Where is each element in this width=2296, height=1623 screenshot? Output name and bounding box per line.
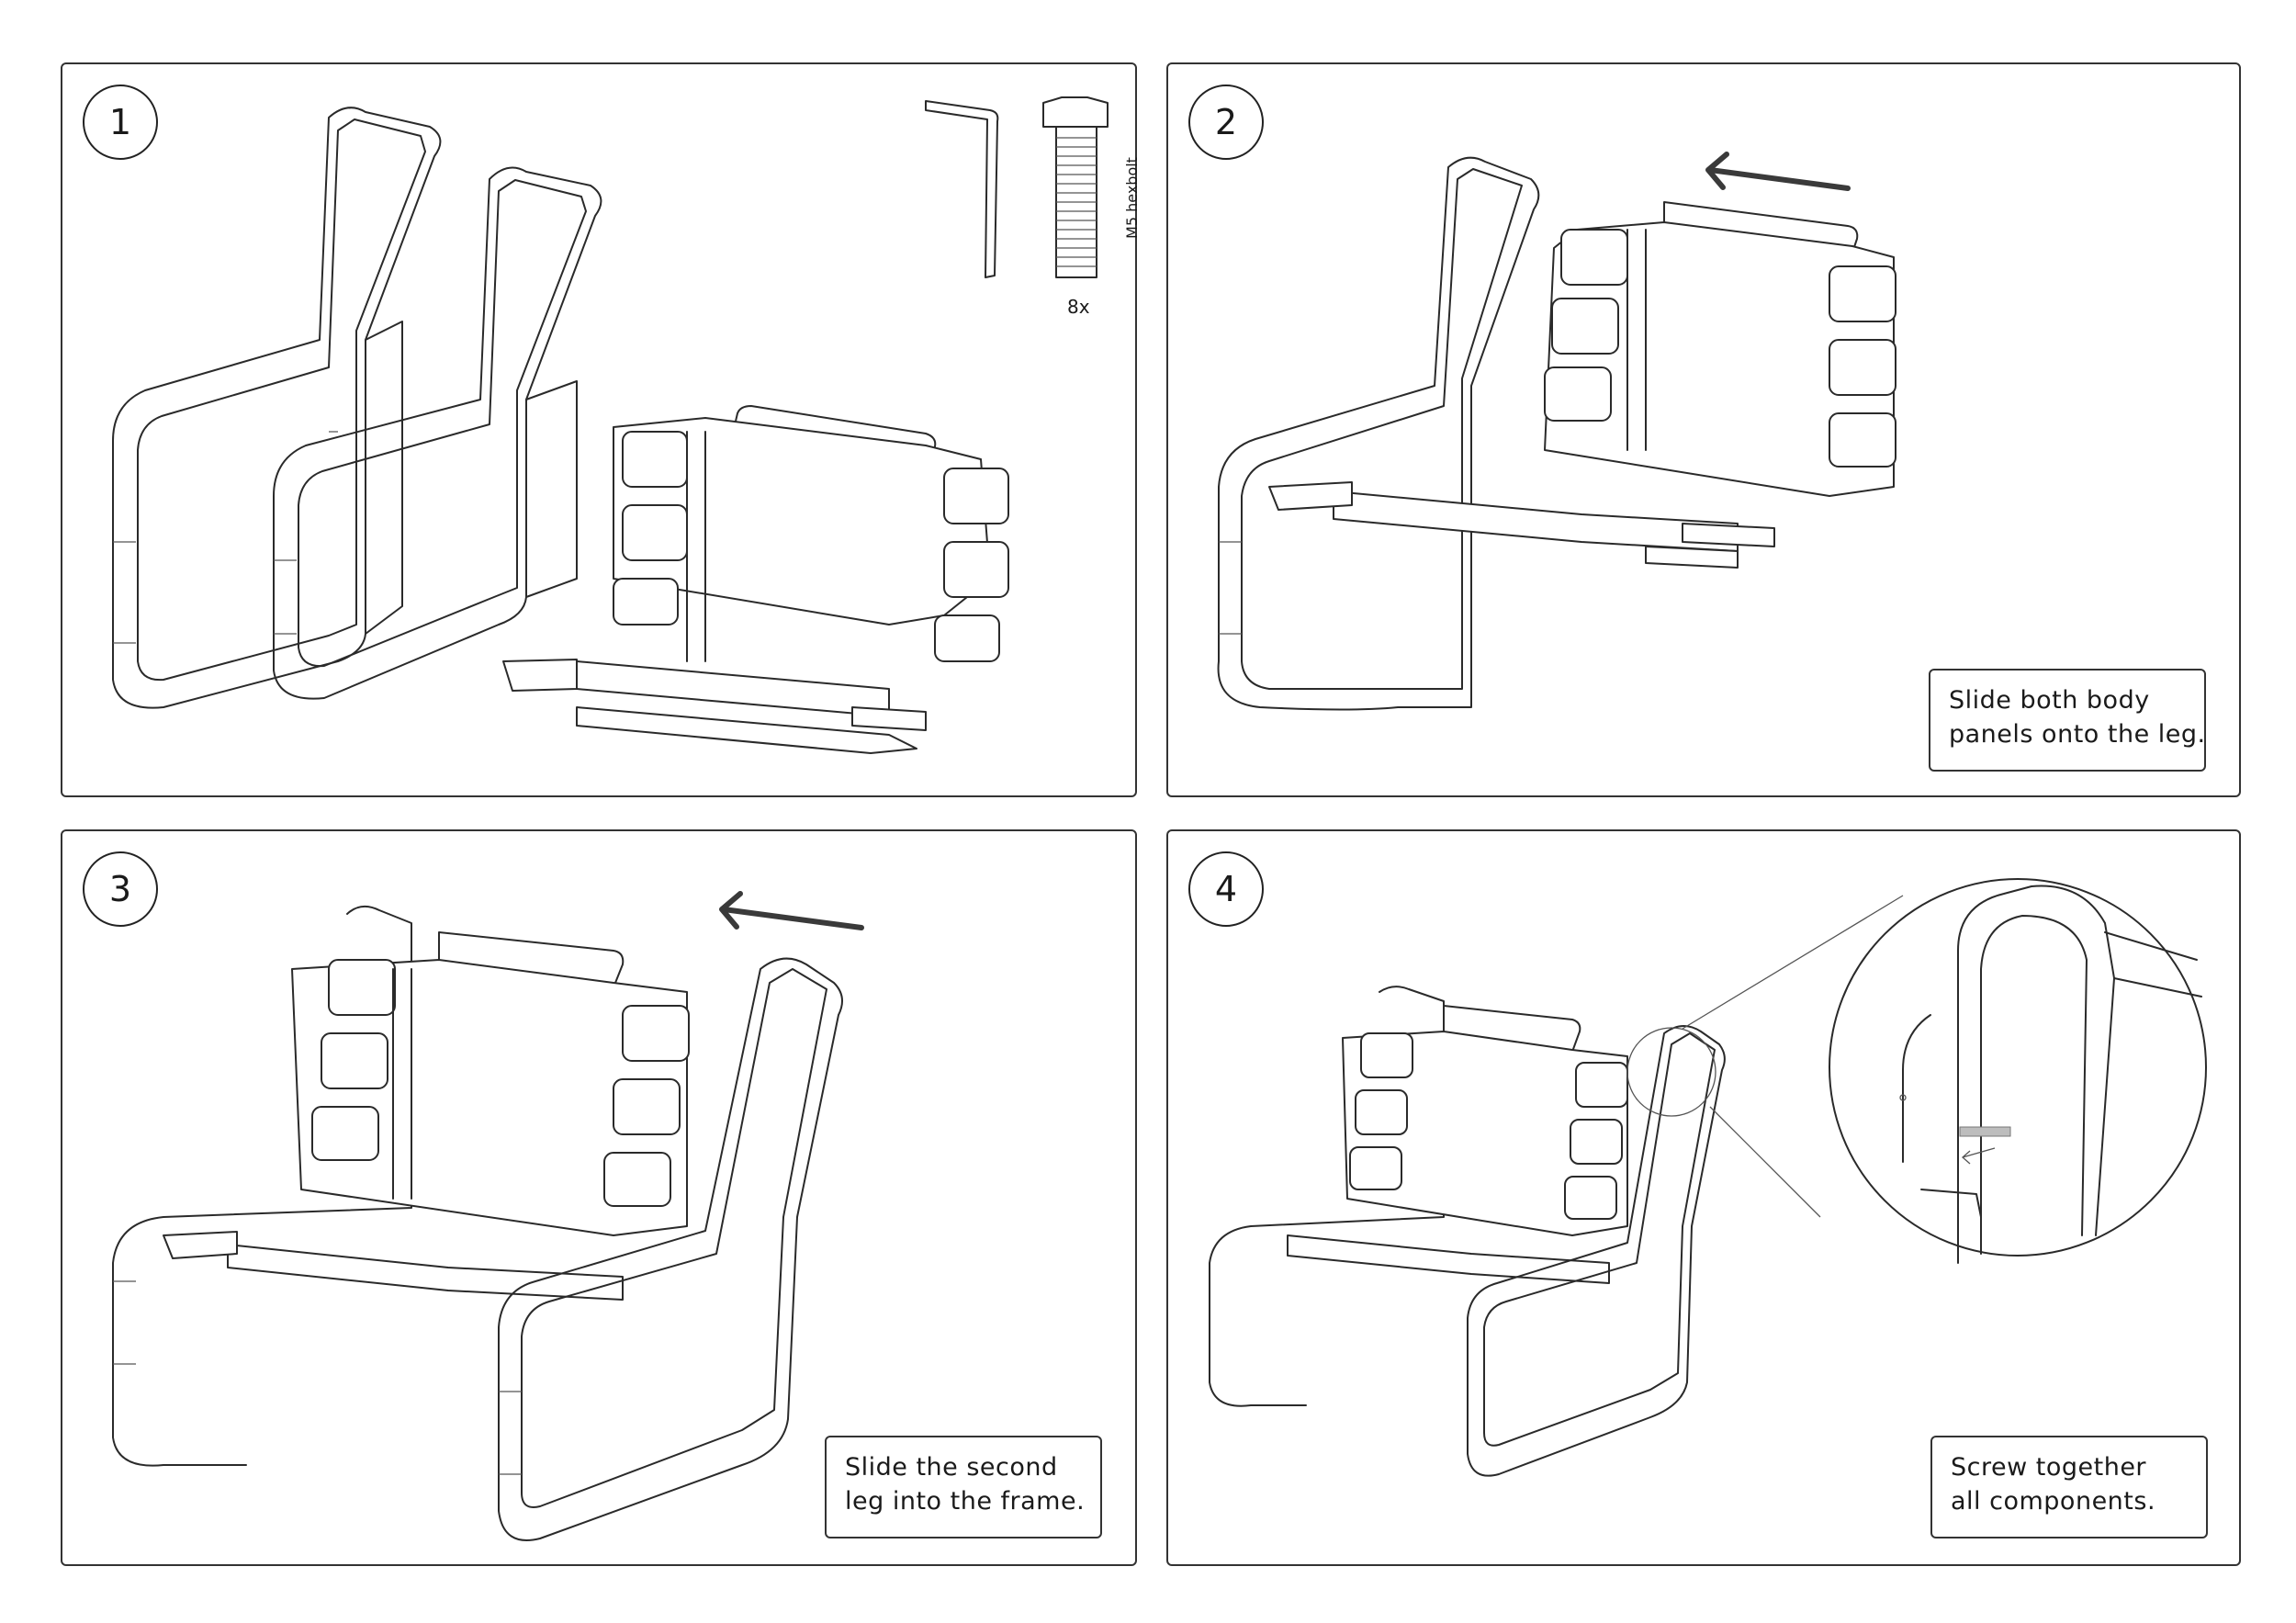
step-1-number: 1 — [83, 85, 158, 160]
step-4-illustration — [1209, 878, 2207, 1477]
chair-leg-front — [498, 957, 843, 1541]
detail-callout-marker — [1626, 1027, 1716, 1117]
chair-leg-left — [112, 107, 442, 709]
step-4-number: 4 — [1188, 851, 1264, 927]
step-4-caption: Screw together all components. — [1930, 1436, 2208, 1538]
step-3-illustration — [112, 891, 864, 1541]
slide-direction-arrow — [1705, 152, 1851, 191]
step-1-illustration — [112, 96, 1109, 754]
step-2-caption: Slide both body panels onto the leg. — [1929, 669, 2206, 772]
step-3-caption: Slide the second leg into the frame. — [825, 1436, 1102, 1538]
assembled-chair — [1209, 986, 1726, 1477]
bolt-quantity: 8x — [1067, 296, 1090, 318]
body-panels — [502, 405, 1009, 754]
chair-leg-back — [112, 905, 412, 1467]
chair-leg — [1217, 156, 1540, 711]
body-panels — [163, 931, 690, 1301]
detail-magnifier — [1829, 878, 2207, 1264]
body-panels — [1268, 201, 1896, 569]
bolt-label: M5 hexbolt — [1122, 157, 1141, 239]
step-2-panel: 2 Slide both body panels onto the leg. — [1166, 62, 2241, 797]
bolt-insert-icon — [1959, 1126, 2011, 1137]
allen-key-icon — [925, 100, 999, 278]
hexbolt-icon — [1042, 96, 1109, 278]
step-3-panel: 3 Slide the second leg into the fram — [61, 829, 1137, 1566]
step-2-number: 2 — [1188, 85, 1264, 160]
step-4-panel: 4 Screw to — [1166, 829, 2241, 1566]
step-2-illustration — [1217, 152, 1896, 711]
chair-leg-right — [273, 166, 602, 700]
step-1-panel: 1 — [61, 62, 1141, 797]
step-3-number: 3 — [83, 851, 158, 927]
slide-direction-arrow — [719, 891, 864, 930]
